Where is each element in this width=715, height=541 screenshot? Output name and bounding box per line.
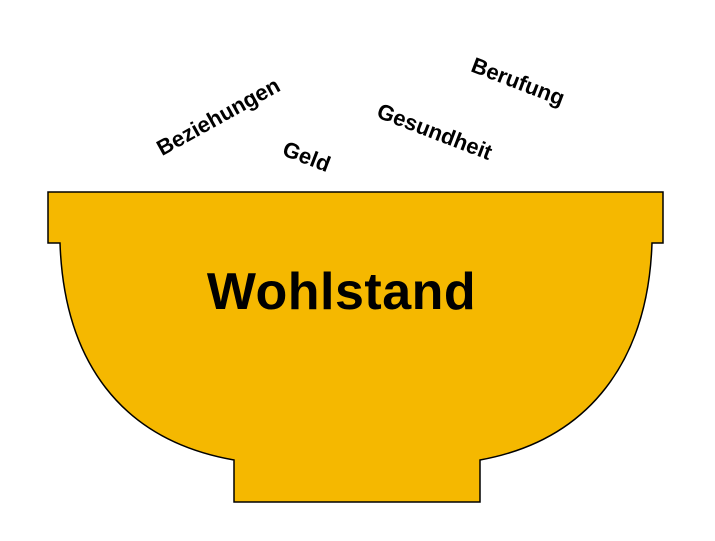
bowl-label: Wohlstand bbox=[206, 263, 477, 321]
